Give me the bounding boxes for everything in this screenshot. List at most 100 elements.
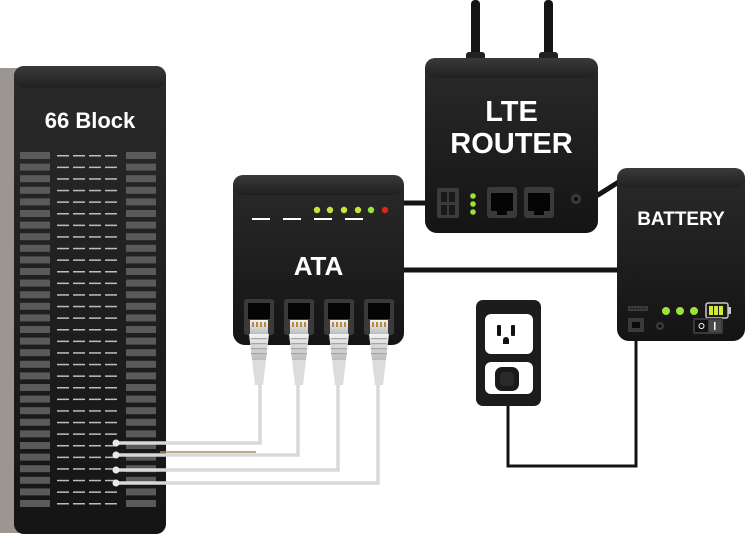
rj11-plug [290, 320, 308, 334]
punch-slot [105, 375, 117, 377]
router-port-2 [524, 187, 554, 218]
punch-slot [105, 213, 117, 215]
boot-rib [291, 338, 307, 340]
punch-slot [73, 247, 85, 250]
terminal-left [20, 360, 50, 368]
punch-slot [73, 178, 85, 180]
punch-slot [89, 155, 101, 157]
plug-boot [369, 334, 389, 360]
punch-slot [105, 387, 117, 389]
terminal-left [20, 430, 50, 438]
punch-slot [105, 282, 117, 285]
punch-slot [105, 317, 117, 319]
punch-slot [89, 213, 101, 215]
punch-slot [105, 445, 117, 447]
router-port-1 [487, 187, 517, 218]
cable-termination [112, 466, 120, 474]
punch-slot [105, 491, 117, 493]
router-label-line2: ROUTER [450, 128, 573, 160]
terminal-right [126, 256, 156, 264]
power-cable [506, 340, 638, 468]
ata-led [313, 206, 321, 214]
punch-slot [105, 340, 117, 343]
plug-contact [264, 322, 266, 327]
terminal-right [126, 372, 156, 380]
boot-tail [292, 360, 306, 385]
punch-slot [57, 410, 69, 412]
terminal-right [126, 360, 156, 368]
port-socket [368, 303, 390, 319]
router-led-1 [470, 193, 476, 199]
punch-slot [73, 201, 85, 203]
power-cable-path [506, 340, 638, 468]
antenna-right [544, 0, 553, 68]
punch-slot [89, 201, 101, 203]
terminal-left [20, 302, 50, 310]
terminal-left [20, 465, 50, 473]
terminal-right [126, 337, 156, 345]
punch-slot [105, 224, 117, 227]
ata-indicator-line [283, 218, 301, 220]
terminal-left [20, 198, 50, 206]
punch-slot [89, 236, 101, 238]
punch-slot [89, 317, 101, 319]
terminal-right [126, 291, 156, 299]
punch-slot [89, 224, 101, 227]
boot-rib [251, 343, 267, 345]
terminal-left [20, 453, 50, 461]
punch-slot [57, 421, 69, 424]
punch-slot [89, 352, 101, 354]
punch-slot [73, 503, 85, 505]
terminal-right [126, 326, 156, 333]
cable-termination [112, 479, 120, 487]
ata-led [367, 206, 375, 214]
terminal-right [126, 221, 156, 229]
punch-slot [89, 375, 101, 377]
terminal-left [20, 210, 50, 217]
plug-contact [332, 322, 334, 327]
boot-rib [251, 353, 267, 355]
punch-slot [57, 259, 69, 261]
punch-slot [73, 410, 85, 412]
plug-contact [384, 322, 386, 327]
punch-slot [89, 340, 101, 343]
punch-slot [57, 213, 69, 215]
punch-slot [105, 456, 117, 459]
plug-contact [376, 322, 378, 327]
ata-device [233, 175, 404, 385]
punch-slot [89, 468, 101, 470]
punch-slot [105, 352, 117, 354]
punch-slot [73, 189, 85, 192]
boot-rib [331, 353, 347, 355]
terminal-right [126, 186, 156, 194]
punch-slot [57, 201, 69, 203]
terminal-right [126, 453, 156, 461]
terminal-left [20, 233, 50, 241]
port-socket [248, 303, 270, 319]
ata-port-4 [364, 299, 394, 385]
punch-slot [73, 398, 85, 401]
punch-slot [73, 468, 85, 470]
terminal-right [126, 314, 156, 322]
terminal-right [126, 430, 156, 438]
punch-slot [57, 398, 69, 401]
plug-contact [296, 322, 298, 327]
terminal-left [20, 256, 50, 264]
wall-outlet [476, 300, 541, 406]
boot-tail [372, 360, 386, 385]
punch-slot [73, 340, 85, 343]
boot-tail [332, 360, 346, 385]
battery-label: BATTERY [637, 209, 725, 230]
punch-slot [73, 491, 85, 493]
terminal-left [20, 442, 50, 449]
ata-indicator-line [314, 218, 332, 220]
plug-boot [289, 334, 309, 360]
plug-contact [300, 322, 302, 327]
punch-slot [57, 479, 69, 482]
sim-slot [437, 188, 459, 218]
punch-slot [89, 421, 101, 424]
boot-tail [252, 360, 266, 385]
punch-slot [105, 236, 117, 238]
ata-alarm-led [381, 206, 389, 214]
ata-label: ATA [293, 251, 344, 281]
